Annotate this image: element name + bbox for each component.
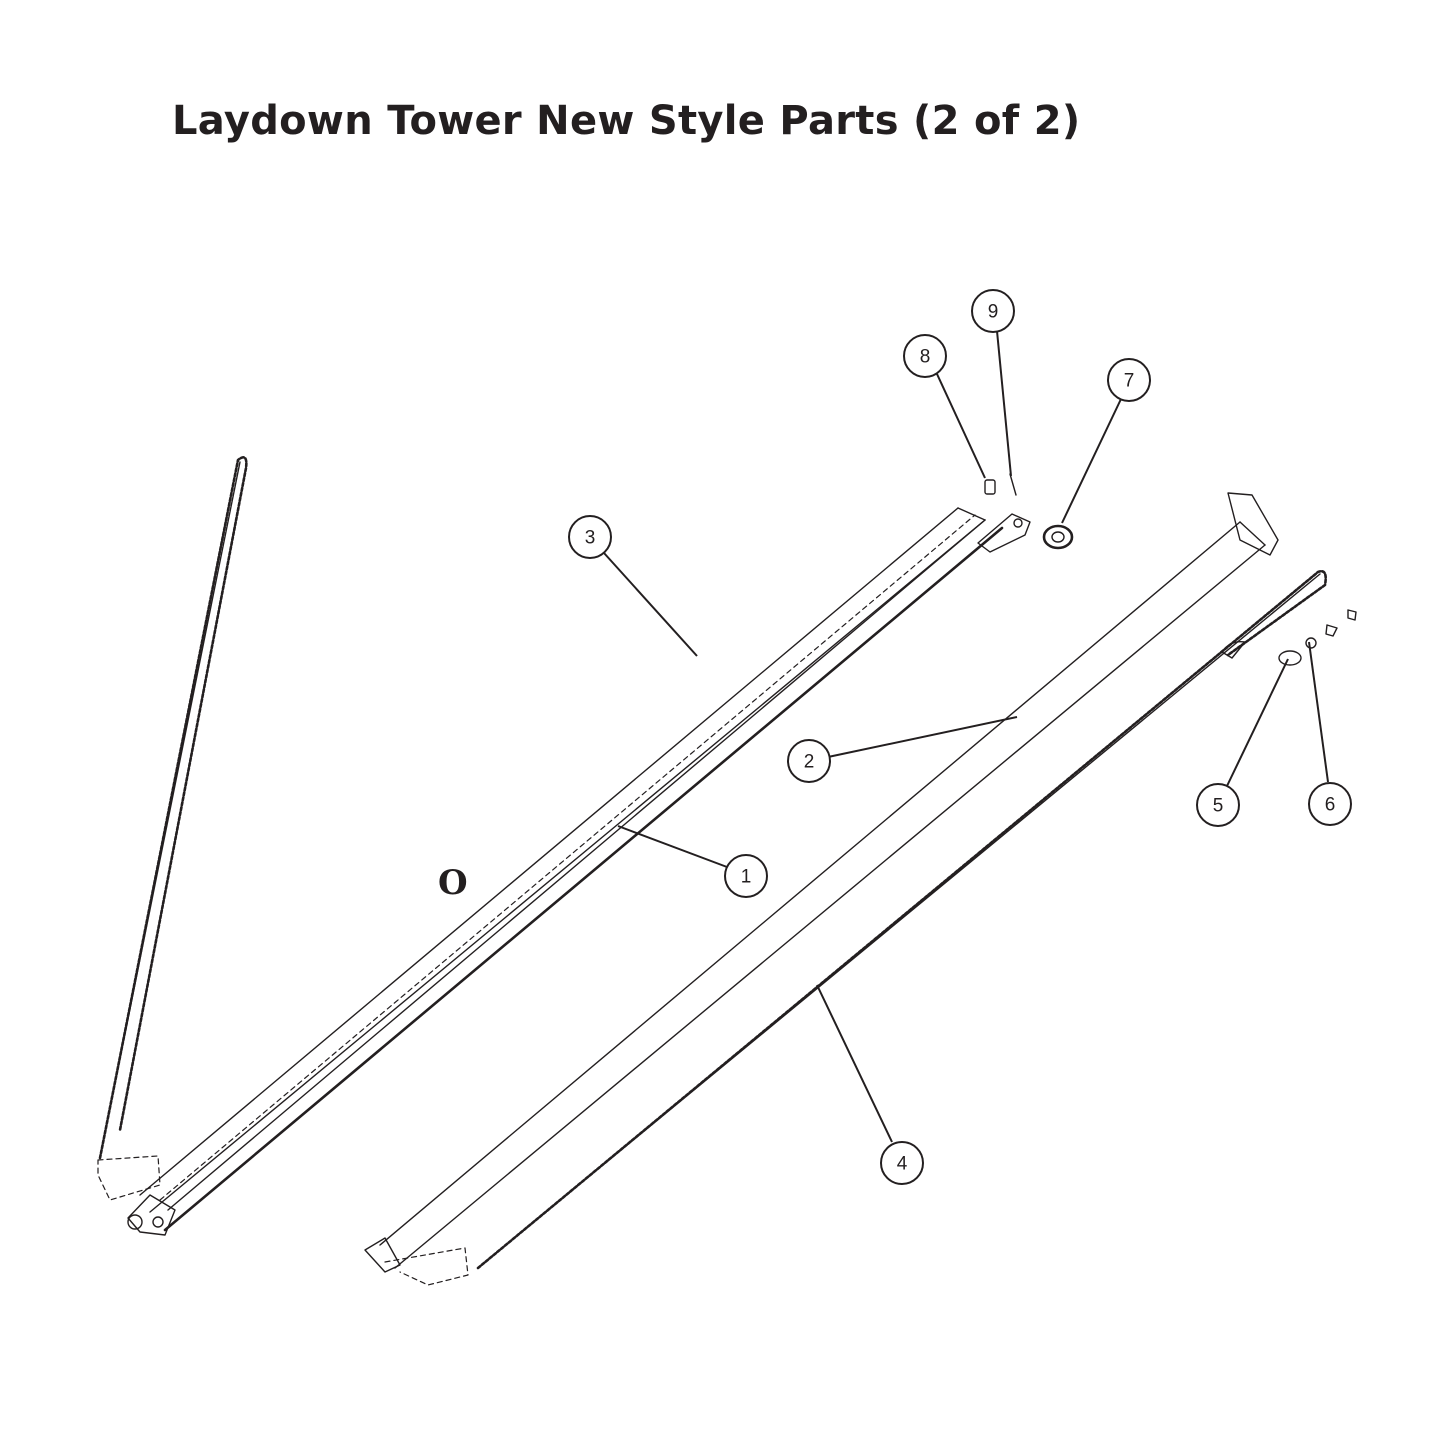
callout-label: 3 bbox=[585, 528, 596, 549]
drawing-mark-o: O bbox=[438, 863, 468, 903]
top-hinge-bracket bbox=[977, 473, 1074, 553]
callout-label: 9 bbox=[988, 302, 999, 323]
callout-label: 5 bbox=[1213, 796, 1224, 817]
part-3-cable-loop bbox=[97, 456, 248, 1201]
callout-3: 3 bbox=[568, 515, 612, 559]
part-4-lift-cable bbox=[476, 570, 1327, 1270]
leader-lines bbox=[603, 330, 1329, 1143]
callout-2: 2 bbox=[787, 739, 831, 783]
callout-4: 4 bbox=[880, 1141, 924, 1185]
part-2-tower-tube bbox=[364, 492, 1279, 1286]
callout-5: 5 bbox=[1196, 783, 1240, 827]
callout-label: 7 bbox=[1124, 371, 1135, 392]
part-1-tower-section bbox=[127, 507, 1004, 1236]
page-title: Laydown Tower New Style Parts (2 of 2) bbox=[172, 98, 1081, 144]
callout-label: 8 bbox=[920, 347, 931, 368]
callout-label: 6 bbox=[1325, 795, 1336, 816]
callout-label: 2 bbox=[804, 752, 815, 773]
callout-label: 4 bbox=[897, 1154, 908, 1175]
callout-7: 7 bbox=[1107, 358, 1151, 402]
small-hardware bbox=[1278, 609, 1357, 666]
callout-8: 8 bbox=[903, 334, 947, 378]
callout-6: 6 bbox=[1308, 782, 1352, 826]
callout-1: 1 bbox=[724, 854, 768, 898]
callout-label: 1 bbox=[741, 867, 752, 888]
callout-9: 9 bbox=[971, 289, 1015, 333]
